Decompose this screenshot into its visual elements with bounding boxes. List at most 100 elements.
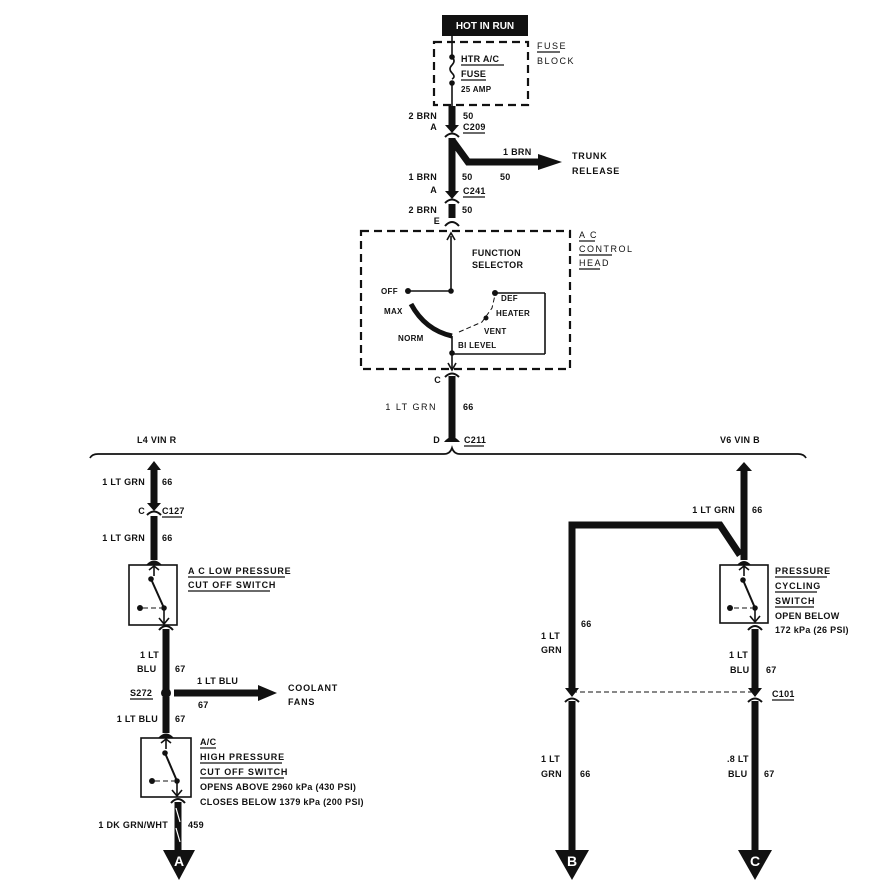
b-upper-gauge-2: GRN bbox=[541, 645, 562, 655]
pos-heater: HEATER bbox=[496, 309, 530, 318]
wire-c241-circuit: 50 bbox=[462, 172, 473, 182]
left-wire3-gauge-2: BLU bbox=[137, 664, 156, 674]
high-switch-name-1: A/C bbox=[200, 737, 217, 747]
pos-off: OFF bbox=[381, 287, 398, 296]
right-top-circuit: 66 bbox=[752, 505, 763, 515]
fan-branch-gauge: 1 LT BLU bbox=[197, 676, 238, 686]
left-branch: 1 LT GRN 66 C C127 1 LT GRN 66 A C LOW P… bbox=[98, 461, 364, 880]
ac-control-head: A C CONTROL HEAD FUNCTION SELECTOR OFF M… bbox=[359, 229, 632, 372]
low-pressure-switch bbox=[128, 564, 178, 626]
c-lower-gauge-2: BLU bbox=[728, 769, 747, 779]
terminal-b-icon bbox=[555, 850, 589, 880]
cycling-switch-note-1: OPEN BELOW bbox=[775, 611, 840, 621]
left-wire5-circuit: 459 bbox=[188, 820, 204, 830]
connector-c211: C211 bbox=[464, 435, 486, 445]
trunk-dest-1: TRUNK bbox=[572, 151, 608, 161]
fuse-block-name-1: FUSE bbox=[537, 41, 567, 51]
connector-c127: C127 bbox=[162, 506, 185, 516]
left-wire5-gauge: 1 DK GRN/WHT bbox=[98, 820, 168, 830]
wire-c211: C 1 LT GRN 66 D C211 bbox=[385, 372, 486, 447]
wire-c241: 1 BRN 50 A C241 bbox=[408, 137, 562, 204]
c-upper-gauge-2: BLU bbox=[730, 665, 749, 675]
mid-wire-pin: D bbox=[433, 435, 440, 445]
left-wire3-gauge-1: 1 LT bbox=[140, 650, 159, 660]
high-switch-note-2: CLOSES BELOW 1379 kPa (200 PSI) bbox=[200, 797, 364, 807]
variant-right-label: V6 VIN B bbox=[720, 435, 760, 445]
selector-contact-arc bbox=[408, 302, 453, 339]
fuse-rating: 25 AMP bbox=[461, 85, 492, 94]
pos-bi-level: BI LEVEL bbox=[458, 341, 496, 350]
terminal-a-icon bbox=[163, 850, 195, 880]
selector-label-2: SELECTOR bbox=[472, 260, 523, 270]
trunk-gauge: 1 BRN bbox=[503, 147, 532, 157]
high-switch-name-2: HIGH PRESSURE bbox=[200, 752, 285, 762]
fuse-icon bbox=[449, 56, 455, 80]
left-connector-pin: C bbox=[138, 506, 145, 516]
pos-vent: VENT bbox=[484, 327, 507, 336]
mid-wire-circuit: 66 bbox=[463, 402, 474, 412]
mid-out-pin: C bbox=[434, 375, 441, 385]
low-switch-name-1: A C LOW PRESSURE bbox=[188, 566, 291, 576]
trunk-circuit: 50 bbox=[500, 172, 511, 182]
variant-left-label: L4 VIN R bbox=[137, 435, 177, 445]
pos-max: MAX bbox=[384, 307, 403, 316]
fuse-block-name-2: BLOCK bbox=[537, 56, 575, 66]
high-switch-note-1: OPENS ABOVE 2960 kPa (430 PSI) bbox=[200, 782, 356, 792]
fuse-block: HTR A/C FUSE 25 AMP FUSE BLOCK bbox=[432, 36, 575, 107]
connector-c209: C209 bbox=[463, 122, 486, 132]
right-top-gauge: 1 LT GRN bbox=[692, 505, 735, 515]
left-wire4-circuit: 67 bbox=[175, 714, 186, 724]
terminal-c-label: C bbox=[750, 853, 760, 869]
wire-c241-pin: A bbox=[430, 185, 437, 195]
fuse-name-2: FUSE bbox=[461, 69, 486, 79]
c-upper-circuit: 67 bbox=[766, 665, 777, 675]
fuse-name-1: HTR A/C bbox=[461, 54, 499, 64]
pos-norm: NORM bbox=[398, 334, 424, 343]
wire-c241-gauge: 1 BRN bbox=[408, 172, 437, 182]
left-wire2-gauge: 1 LT GRN bbox=[102, 533, 145, 543]
wire-c209-pin: A bbox=[430, 122, 437, 132]
right-branch: 1 LT GRN 66 PRESSURE CYCLING SWITCH OPEN… bbox=[541, 462, 849, 880]
b-lower-circuit: 66 bbox=[580, 769, 591, 779]
left-wire1-gauge: 1 LT GRN bbox=[102, 477, 145, 487]
cycling-switch-name-1: PRESSURE bbox=[775, 566, 831, 576]
trunk-arrow-icon bbox=[538, 154, 562, 170]
fan-dest-1: COOLANT bbox=[288, 683, 338, 693]
trunk-release-branch: 1 BRN 50 TRUNK RELEASE bbox=[500, 147, 620, 182]
fan-branch-circuit: 67 bbox=[198, 700, 209, 710]
low-switch-name-2: CUT OFF SWITCH bbox=[188, 580, 276, 590]
b-upper-circuit: 66 bbox=[581, 619, 592, 629]
terminal-a-label: A bbox=[174, 853, 184, 869]
connector-c241: C241 bbox=[463, 186, 486, 196]
hot-in-run-block: HOT IN RUN bbox=[442, 15, 528, 36]
coolant-fans-arrow-icon bbox=[258, 685, 277, 701]
left-wire4-gauge: 1 LT BLU bbox=[117, 714, 158, 724]
wire-c209-circuit: 50 bbox=[463, 111, 474, 121]
splice-label: S272 bbox=[130, 688, 152, 698]
high-pressure-switch bbox=[140, 737, 192, 798]
hot-in-run-label: HOT IN RUN bbox=[456, 21, 514, 32]
cycling-switch-name-3: SWITCH bbox=[775, 596, 815, 606]
left-wire1-circuit: 66 bbox=[162, 477, 173, 487]
wire-c209: 2 BRN 50 A C209 bbox=[408, 106, 486, 138]
c-upper-gauge-1: 1 LT bbox=[729, 650, 748, 660]
wire-c209-gauge: 2 BRN bbox=[408, 111, 437, 121]
c-lower-gauge-1: .8 LT bbox=[727, 754, 749, 764]
high-switch-name-3: CUT OFF SWITCH bbox=[200, 767, 288, 777]
c-lower-circuit: 67 bbox=[764, 769, 775, 779]
cycling-switch-note-2: 172 kPa (26 PSI) bbox=[775, 625, 849, 635]
fan-dest-2: FANS bbox=[288, 697, 315, 707]
b-upper-gauge-1: 1 LT bbox=[541, 631, 560, 641]
wire-e-gauge: 2 BRN bbox=[408, 205, 437, 215]
terminal-b-label: B bbox=[567, 853, 577, 869]
wire-to-control-head: 2 BRN 50 E bbox=[408, 204, 473, 227]
variant-divider: L4 VIN R V6 VIN B bbox=[89, 435, 807, 459]
cycling-switch-name-2: CYCLING bbox=[775, 581, 821, 591]
left-wire2-circuit: 66 bbox=[162, 533, 173, 543]
control-head-name-3: HEAD bbox=[579, 258, 610, 268]
trunk-dest-2: RELEASE bbox=[572, 166, 620, 176]
control-head-name-1: A C bbox=[579, 230, 598, 240]
wire-e-circuit: 50 bbox=[462, 205, 473, 215]
pos-def: DEF bbox=[501, 294, 518, 303]
